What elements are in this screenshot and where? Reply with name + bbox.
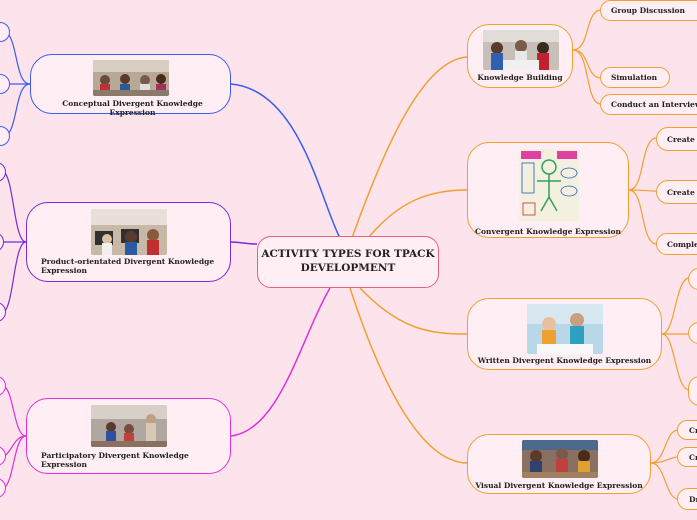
branch-label: Knowledge Building [477, 73, 563, 82]
branch-participatory-divergent[interactable]: Participatory Divergent Knowledge Expres… [26, 398, 231, 474]
poster-drawing-image [519, 149, 579, 221]
branch-label: Conceptual Divergent Knowledge Expressio… [62, 99, 203, 118]
child-dr[interactable]: Dr [677, 488, 697, 510]
branch-label: Written Divergent Knowledge Expression [477, 356, 652, 365]
child-cr-1[interactable]: Cr [677, 420, 697, 440]
child-simulation[interactable]: Simulation [600, 67, 670, 88]
child-cr-2[interactable]: Cr [677, 447, 697, 467]
child-create-a-1[interactable]: Create a [656, 127, 697, 151]
central-topic[interactable]: ACTIVITY TYPES FOR TPACK DEVELOPMENT [257, 236, 439, 288]
computer-lab-photo [91, 209, 167, 255]
branch-product-orientated-divergent[interactable]: Product-orientated Divergent Knowledge E… [26, 202, 231, 282]
branch-label: Visual Divergent Knowledge Expression [475, 481, 643, 490]
child-complete[interactable]: Comple [656, 233, 697, 255]
branch-visual-divergent[interactable]: Visual Divergent Knowledge Expression [467, 434, 651, 494]
branch-convergent-knowledge[interactable]: Convergent Knowledge Expression [467, 142, 629, 238]
branch-label: Product-orientated Divergent Knowledge E… [41, 257, 215, 276]
child-create-a-2[interactable]: Create a [656, 180, 697, 204]
branch-label: Convergent Knowledge Expression [475, 227, 621, 236]
visual-activity-photo [522, 440, 598, 478]
branch-written-divergent[interactable]: Written Divergent Knowledge Expression [467, 298, 662, 370]
child-group-discussion[interactable]: Group Discussion [600, 0, 697, 21]
classroom-photo [93, 60, 169, 96]
central-topic-title: ACTIVITY TYPES FOR TPACK DEVELOPMENT [261, 248, 435, 274]
group-discussion-photo [483, 30, 559, 70]
child-conduct-interview[interactable]: Conduct an Interview [600, 94, 697, 115]
branch-label: Participatory Divergent Knowledge Expres… [41, 451, 189, 470]
branch-conceptual-divergent[interactable]: Conceptual Divergent Knowledge Expressio… [30, 54, 231, 117]
students-writing-photo [527, 304, 603, 354]
classroom-activity-photo [91, 405, 167, 447]
branch-knowledge-building[interactable]: Knowledge Building [467, 24, 573, 88]
